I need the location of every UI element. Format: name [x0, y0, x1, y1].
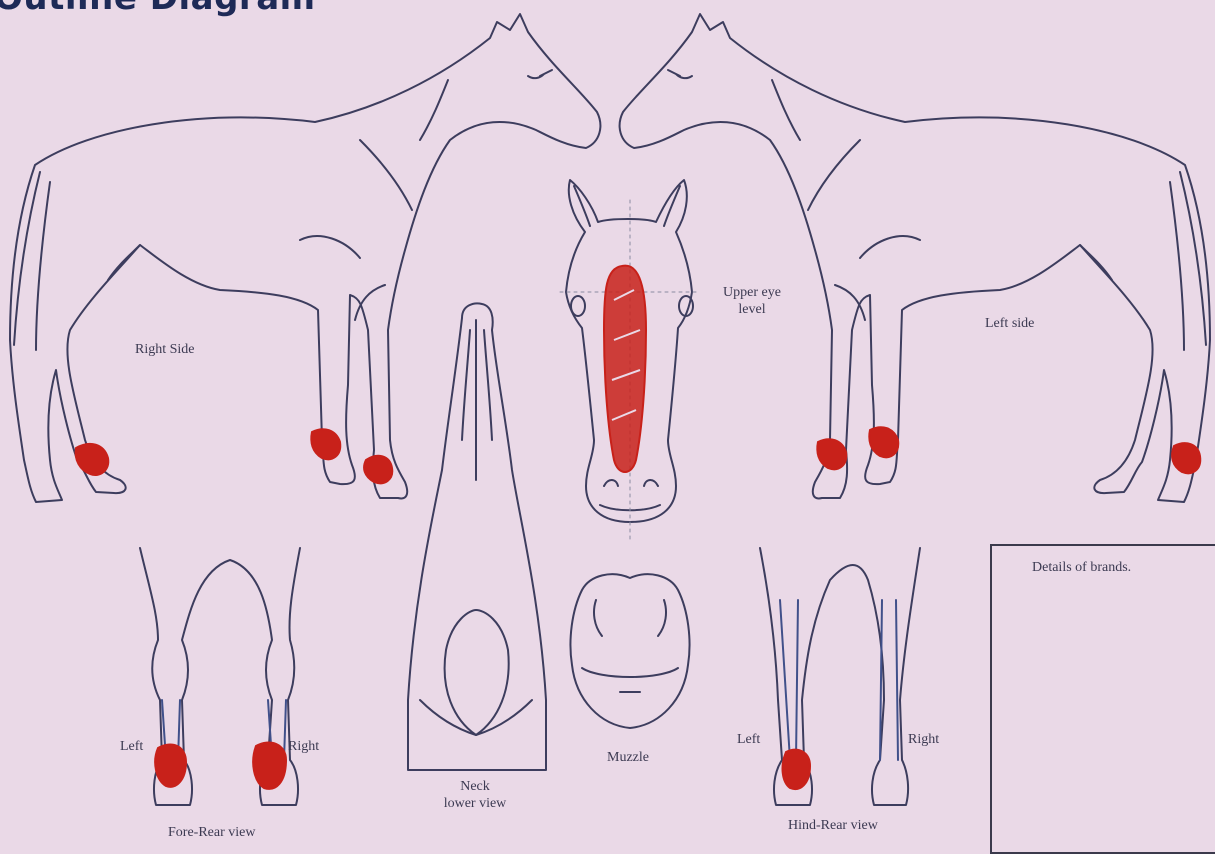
marking-ls-hind [1172, 443, 1200, 473]
muzzle-outline [570, 574, 689, 728]
marking-ls-fore2 [869, 427, 898, 457]
marking-blaze [604, 266, 646, 472]
right-horse-muscle [300, 80, 448, 320]
marking-rs-fore2 [364, 456, 392, 483]
horse-left-side [620, 14, 1210, 502]
brands-details-box[interactable]: Details of brands. [990, 544, 1215, 854]
label-fore-left: Left [120, 739, 143, 755]
marking-rs-hind [76, 444, 109, 475]
label-upper-eye-level: Upper eye level [712, 284, 792, 318]
label-hind-right: Right [908, 732, 939, 748]
horse-right-side [10, 14, 600, 502]
marking-ls-fore1 [817, 439, 846, 469]
label-left-side: Left side [985, 316, 1034, 332]
label-hind-rear-view: Hind-Rear view [788, 818, 878, 834]
label-muzzle: Muzzle [607, 750, 649, 766]
marking-fore-left [155, 744, 186, 786]
label-fore-right: Right [288, 739, 319, 755]
left-horse-outline [620, 14, 1210, 502]
label-fore-rear-view: Fore-Rear view [168, 825, 255, 841]
marking-fore-right [253, 742, 286, 788]
marking-rs-fore1 [311, 429, 340, 459]
muzzle-view [570, 574, 689, 728]
right-horse-tail [14, 172, 50, 350]
label-neck-lower-view: Neck lower view [425, 778, 525, 812]
neck-lower-view [408, 303, 546, 770]
right-horse-outline [10, 14, 600, 502]
label-right-side: Right Side [135, 342, 195, 358]
marking-hind-left [783, 750, 810, 789]
label-hind-left: Left [737, 732, 760, 748]
brands-details-label: Details of brands. [1032, 560, 1131, 576]
